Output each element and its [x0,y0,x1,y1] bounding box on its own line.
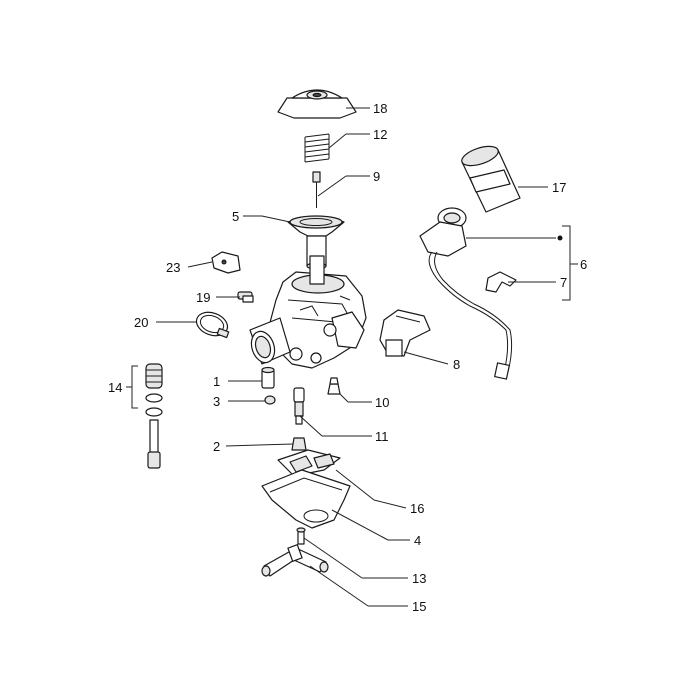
part-2-jet [291,437,307,451]
callout-16: 16 [410,501,424,516]
callout-5: 5 [232,209,239,224]
part-17-sleeve [461,145,521,213]
carburetor-body [249,255,367,369]
part-23-bracket [211,251,241,274]
callout-18: 18 [373,101,387,116]
part-16-float [277,449,341,477]
part-15-t-fitting [261,544,329,577]
part-3-nut [264,395,276,405]
part-20-clamp [195,311,230,339]
part-9-needle [312,171,321,208]
callout-8: 8 [453,357,460,372]
part-10-jet [327,377,341,395]
callout-6: 6 [580,257,587,272]
callout-23: 23 [166,260,180,275]
callout-12: 12 [373,127,387,142]
callout-4: 4 [414,533,421,548]
part-12-spring [304,133,330,163]
callout-10: 10 [375,395,389,410]
callout-1: 1 [213,374,220,389]
callout-7: 7 [560,275,567,290]
part-6-adapter-hose [419,207,513,380]
callout-3: 3 [213,394,220,409]
part-19-screw [237,291,254,303]
part-1-screw [261,366,275,389]
callout-20: 20 [134,315,148,330]
part-14-assembly [145,363,163,469]
part-11-main-jet [293,387,305,425]
part-13-screw [296,527,306,545]
part-18-top-cover [277,89,357,119]
callout-9: 9 [373,169,380,184]
callout-11: 11 [375,429,389,444]
callout-17: 17 [552,180,566,195]
leader-lines [126,107,578,607]
callout-13: 13 [412,571,426,586]
callout-19: 19 [196,290,210,305]
callout-14: 14 [108,380,122,395]
callout-2: 2 [213,439,220,454]
part-7-clip [485,271,517,293]
callout-15: 15 [412,599,426,614]
part-4-float-bowl [261,469,351,529]
part-8-choke [379,309,431,357]
